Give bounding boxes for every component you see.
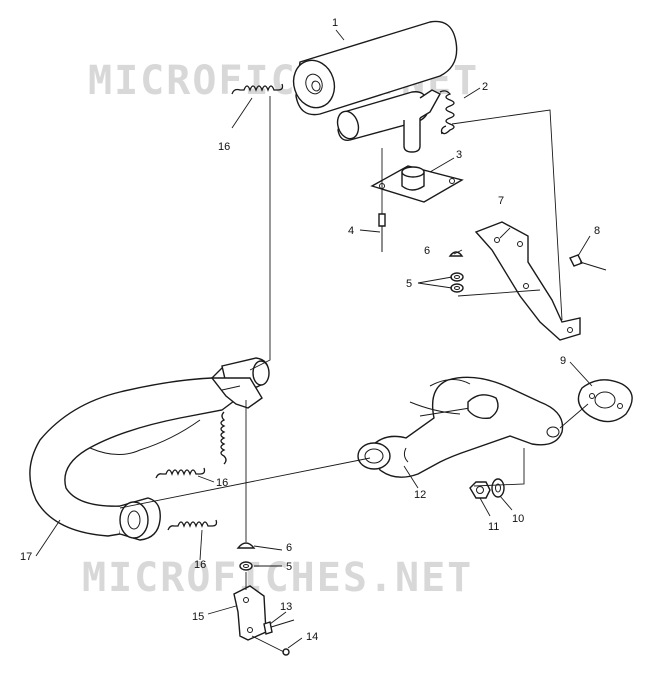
leader-lines	[35, 29, 593, 653]
lower-bracket	[233, 585, 267, 641]
lower-cap	[236, 542, 256, 549]
callout-16-top: 16	[218, 141, 230, 153]
spring-middle-vertical	[220, 411, 227, 465]
callout-7: 7	[498, 195, 504, 207]
callout-5-upper: 5	[406, 278, 412, 290]
exhaust-manifold	[357, 376, 564, 478]
callout-15: 15	[192, 611, 204, 623]
callout-14: 14	[306, 631, 318, 643]
exhaust-gasket	[577, 379, 633, 423]
callout-6-upper: 6	[424, 245, 430, 257]
callout-13: 13	[280, 601, 292, 613]
callout-1: 1	[332, 17, 338, 29]
rivet	[378, 148, 386, 252]
muffler-mount-grommet	[370, 165, 464, 203]
lower-washer	[239, 561, 253, 571]
callout-5-lower: 5	[286, 561, 292, 573]
callout-3: 3	[456, 149, 462, 161]
spring-top-left	[231, 83, 284, 95]
callout-2: 2	[482, 81, 488, 93]
callout-9: 9	[560, 355, 566, 367]
callout-12: 12	[414, 489, 426, 501]
manifold-washer	[491, 478, 505, 498]
expansion-chamber	[29, 357, 270, 541]
upper-washer-1	[450, 272, 464, 282]
manifold-nut	[469, 481, 491, 499]
callout-16-lower: 16	[194, 559, 206, 571]
callout-4: 4	[348, 225, 354, 237]
muffler-bracket	[474, 221, 581, 341]
callout-8: 8	[594, 225, 600, 237]
muffler	[292, 20, 458, 153]
callout-6-lower: 6	[286, 542, 292, 554]
spring-lower	[167, 519, 218, 531]
upper-washer-2	[450, 283, 464, 293]
callout-11: 11	[488, 521, 499, 533]
bracket-screw	[569, 254, 607, 271]
svg-text:MICROFICHES.NET: MICROFICHES.NET	[82, 555, 473, 601]
callout-10: 10	[512, 513, 524, 525]
callout-16-middle: 16	[216, 477, 228, 489]
spring-middle-horizontal	[155, 467, 206, 479]
lower-screw	[263, 619, 295, 635]
muffler-spring	[439, 90, 455, 135]
callout-17: 17	[20, 551, 32, 563]
watermark-bottom: MICROFICHES.NET	[82, 555, 473, 601]
